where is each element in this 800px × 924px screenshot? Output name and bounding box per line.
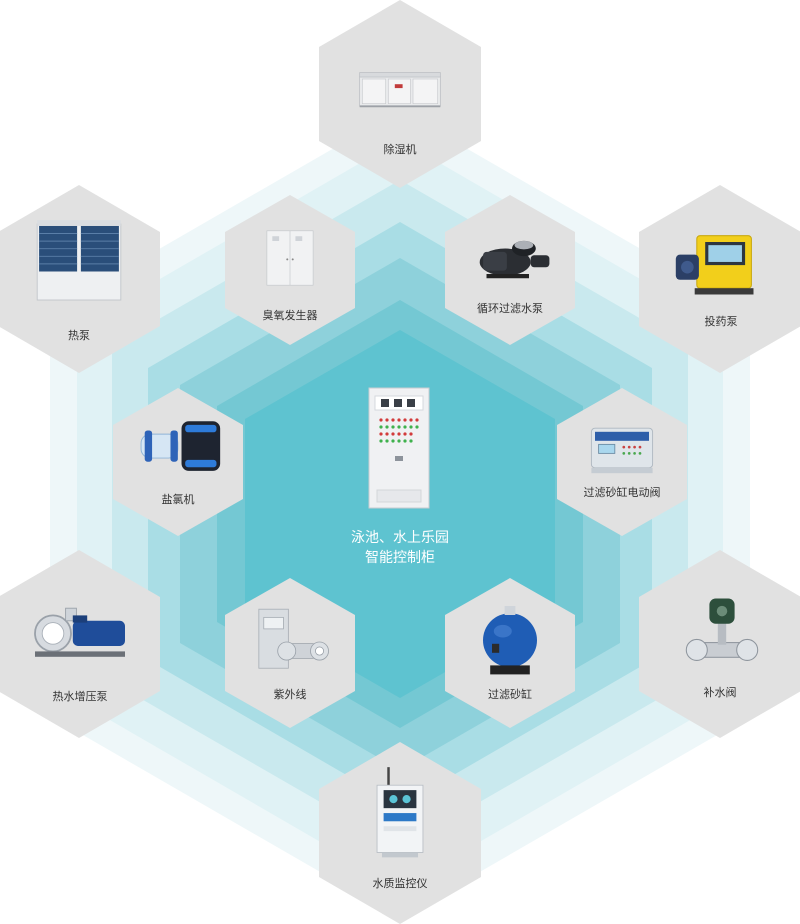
- label-electric-valve: 过滤砂缸电动阀: [583, 487, 661, 499]
- electric-valve-controller-icon: [590, 427, 654, 474]
- hex-booster-pump: [0, 550, 160, 738]
- label-dosing-pump: 投药泵: [704, 316, 738, 328]
- hex-dosing-pump: [639, 185, 800, 373]
- label-ozone-generator: 臭氧发生器: [262, 310, 318, 322]
- hex-uv-sterilizer: [225, 578, 355, 728]
- hex-salt-chlorinator: [113, 388, 243, 536]
- label-dehumidifier: 除湿机: [383, 144, 417, 156]
- center-title: 泳池、水上乐园 智能控制柜: [351, 527, 449, 567]
- label-heat-pump: 热泵: [68, 330, 90, 342]
- control-cabinet-icon: [368, 387, 430, 509]
- hex-water-quality-monitor: [319, 742, 481, 924]
- dehumidifier-icon: [358, 71, 442, 108]
- center-title-line2: 智能控制柜: [365, 549, 435, 565]
- label-sand-filter: 过滤砂缸: [488, 689, 532, 701]
- hex-makeup-valve: [639, 550, 800, 738]
- hex-circulation-pump: [445, 195, 575, 345]
- hex-sand-filter: [445, 578, 575, 728]
- hex-electric-valve: [557, 388, 687, 536]
- label-booster-pump: 热水增压泵: [52, 691, 108, 703]
- ozone-generator-icon: [266, 230, 314, 286]
- heat-pump-icon: [36, 219, 122, 301]
- label-water-quality-monitor: 水质监控仪: [372, 878, 428, 890]
- label-salt-chlorinator: 盐氯机: [161, 494, 195, 506]
- hex-heat-pump: [0, 185, 160, 373]
- hex-ozone-generator: [225, 195, 355, 345]
- center-title-line1: 泳池、水上乐园: [351, 529, 449, 545]
- label-uv-sterilizer: 紫外线: [273, 689, 307, 701]
- label-makeup-valve: 补水阀: [703, 687, 737, 699]
- hex-dehumidifier: [319, 0, 481, 188]
- label-circulation-pump: 循环过滤水泵: [477, 303, 543, 315]
